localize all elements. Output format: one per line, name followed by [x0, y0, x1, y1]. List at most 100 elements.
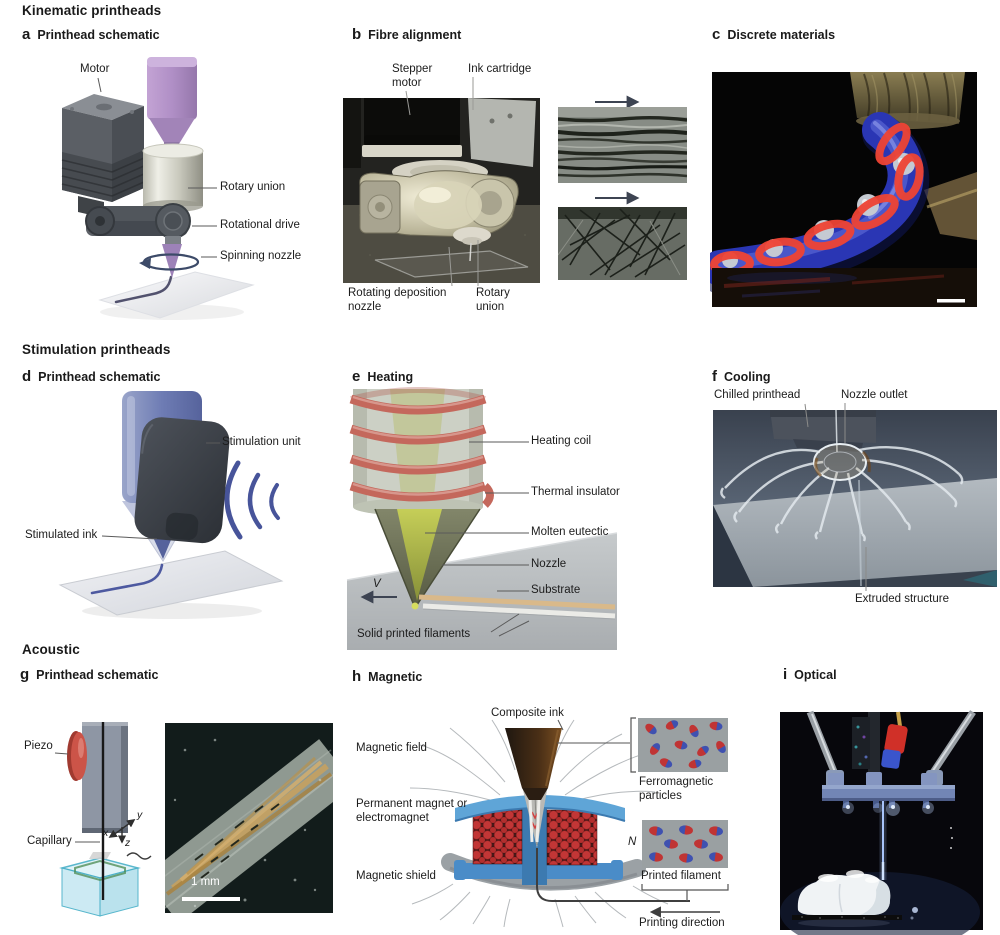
panel-d-schematic	[58, 391, 284, 619]
magnetic-field-lines	[409, 719, 669, 928]
nozzle-cone	[374, 508, 481, 610]
red-helix-bands	[710, 122, 924, 278]
rotational-drive-arm	[85, 203, 191, 239]
spider-body	[813, 443, 871, 481]
rotary-union-cylinder	[142, 143, 204, 222]
leader-lines	[804, 403, 867, 591]
label-permanent-magnet: Permanent magnet or electromagnet	[356, 798, 468, 824]
heating-coil-shape	[349, 387, 494, 508]
label-nozzle: Nozzle	[531, 558, 567, 570]
section-header-kinematic: Kinematic printheads	[22, 3, 162, 18]
scale-bar	[182, 897, 240, 901]
fibre-inset-top	[558, 95, 687, 183]
label-thermal-insulator: Thermal insulator	[531, 486, 620, 498]
label-axis-z: z	[125, 837, 131, 849]
panel-a: Motor Rotary union Rotational drive Spin…	[20, 50, 320, 322]
label-stepper-motor: Stepper motor	[392, 63, 433, 89]
scale-bar	[937, 299, 965, 303]
printed-filament-inset	[641, 820, 729, 901]
stimulated-ink-cone	[152, 535, 173, 559]
panel-a-schematic	[61, 57, 255, 320]
label-magnetic-field: Magnetic field	[356, 742, 427, 754]
glow-dot	[912, 907, 918, 913]
printhead-photo	[343, 77, 540, 287]
substrate	[98, 271, 255, 320]
red-connector	[884, 724, 908, 754]
label-spinning-nozzle: Spinning nozzle	[220, 250, 302, 262]
background-rod	[343, 98, 361, 168]
printed-filaments	[418, 594, 616, 620]
label-printing-direction: Printing direction	[639, 917, 725, 929]
blue-connector	[881, 749, 901, 769]
glass-slide	[374, 250, 529, 278]
panel-d: Stimulation unit Stimulated ink	[20, 385, 340, 625]
label-stimulation-unit: Stimulation unit	[222, 436, 301, 448]
reflective-floor	[712, 268, 977, 307]
label-printed-filament: Printed filament	[641, 870, 721, 882]
table-surface	[924, 172, 977, 240]
label-rotary-union-b: Rotary union	[476, 287, 510, 313]
illuminated-plate	[822, 772, 955, 816]
molten-eutectic-core	[397, 509, 442, 601]
print-stage	[713, 478, 997, 587]
nozzle-cap	[453, 227, 491, 243]
label-stimulated-ink: Stimulated ink	[25, 529, 98, 541]
label-capillary: Capillary	[27, 835, 72, 847]
axes-arrows	[108, 819, 136, 844]
leader-lines	[54, 752, 100, 843]
label-chilled-printhead: Chilled printhead	[714, 389, 801, 401]
section-header-stimulation: Stimulation printheads	[22, 342, 171, 357]
label-ink-cartridge: Ink cartridge	[468, 63, 532, 75]
label-magnetic-shield: Magnetic shield	[356, 870, 436, 882]
label-substrate: Substrate	[531, 584, 581, 596]
panel-i	[778, 665, 990, 935]
ink-cartridge	[147, 57, 197, 151]
panel-h-schematic	[409, 717, 729, 928]
random-particles	[645, 720, 726, 769]
printhead-body	[82, 722, 128, 832]
label-velocity: V	[373, 578, 381, 590]
ferromagnetic-inset	[557, 717, 728, 773]
panel-e: Heating coil Thermal insulator Molten eu…	[345, 385, 645, 653]
fibre-micrograph	[165, 723, 333, 913]
panel-e-schematic	[346, 387, 618, 650]
substrate	[58, 550, 284, 619]
cured-white-structure	[792, 870, 902, 927]
label-nozzle-outlet: Nozzle outlet	[841, 389, 908, 401]
label-north-pole: N	[628, 836, 637, 848]
label-rotary-union: Rotary union	[220, 181, 286, 193]
magnet-printhead	[441, 728, 690, 902]
panel-g: Piezo Capillary x y z 1 mm	[15, 710, 340, 922]
label-motor: Motor	[80, 63, 110, 75]
panel-b-graphic	[343, 77, 687, 287]
panel-c	[710, 50, 990, 312]
surface-squiggle	[126, 852, 152, 860]
acoustic-waves	[224, 460, 280, 540]
magnet-left	[472, 807, 523, 865]
extruded-structure-line	[858, 479, 862, 587]
label-heating-coil: Heating coil	[531, 435, 592, 447]
panel-h: Composite ink Magnetic field Permanent m…	[350, 700, 750, 935]
label-ferromagnetic-particles: Ferromagnetic particles	[639, 776, 714, 802]
panel-f-photo	[713, 403, 997, 591]
stimulation-unit-shape	[134, 417, 230, 544]
label-axis-x: x	[103, 827, 109, 839]
section-header-acoustic: Acoustic	[22, 642, 80, 657]
printed-ink-line	[90, 563, 164, 595]
label-rotating-deposition-nozzle: Rotating deposition nozzle	[348, 287, 447, 313]
motor-body	[61, 94, 145, 218]
spinning-nozzle-shape	[139, 236, 200, 278]
printed-filament-line	[536, 848, 690, 902]
panel-g-graphic	[54, 722, 333, 917]
fibre-inset-bottom	[558, 191, 687, 280]
composite-ink-cone	[505, 728, 562, 788]
leader-lines	[97, 77, 217, 258]
printed-ink-line	[114, 275, 173, 304]
panel-f: Chilled printhead Nozzle outlet Extruded…	[708, 385, 1000, 617]
label-composite-ink: Composite ink	[491, 707, 564, 719]
